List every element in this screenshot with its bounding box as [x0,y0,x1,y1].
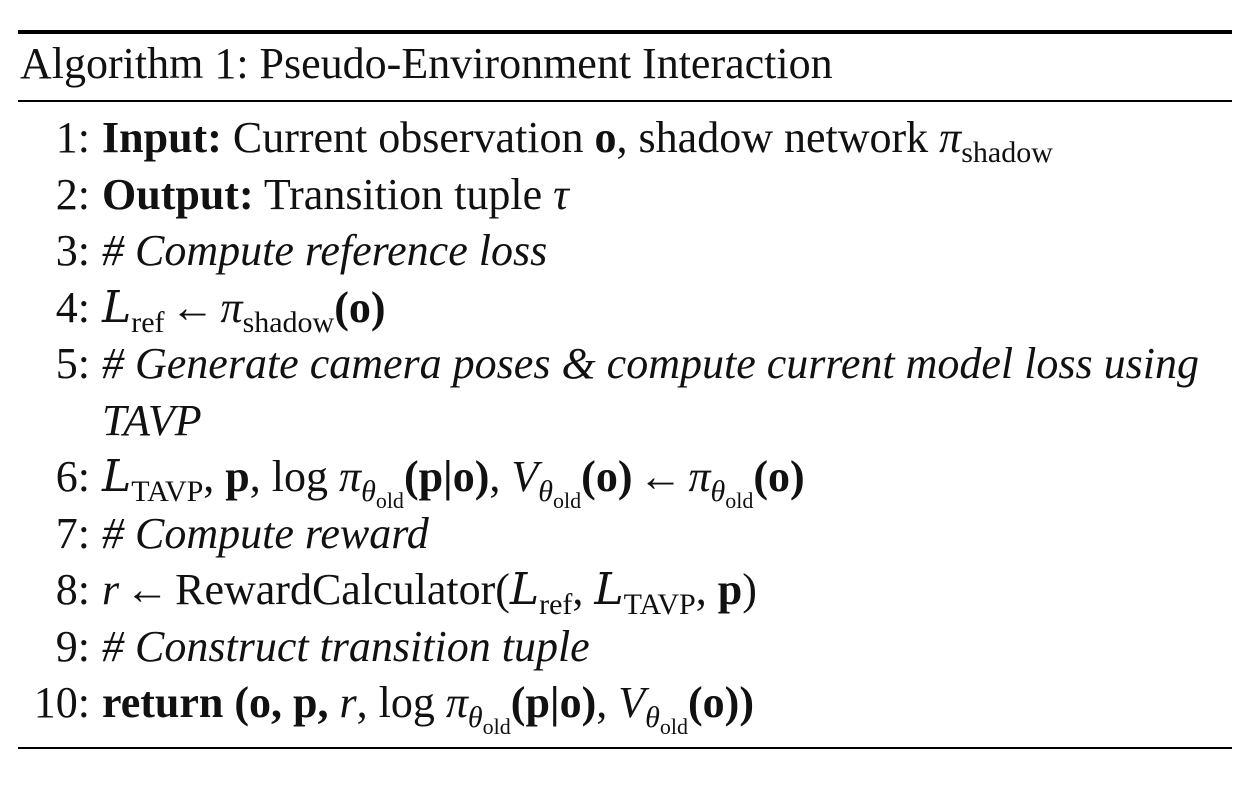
line-body: LTAVP, p, log πθold(p|o), Vθold(o)←πθold… [102,451,805,513]
arrow-symbol: ← [170,282,215,332]
top-rule [18,30,1232,34]
line-comment: # Compute reference loss [102,226,548,275]
keyword-return: return [102,678,224,727]
algorithm-line: 5: # Generate camera poses & compute cur… [18,336,1232,449]
math-symbol: L [594,564,624,615]
line-body: r←RewardCalculator(Lref, LTAVP, p) [102,564,757,621]
line-comment: # Construct transition tuple [102,621,590,671]
math-subscript: shadow [242,305,335,339]
math-symbol: π [339,452,362,501]
math-symbol: π [939,113,962,162]
math-subscript: shadow [961,136,1053,169]
math-subscript: ref [131,305,165,339]
math-symbol: L [509,564,540,615]
line-text: , shadow network [616,113,929,162]
math-subscript: θold [645,701,689,739]
bottom-rule [18,747,1232,749]
arrow-symbol: ← [638,452,683,501]
algorithm-line: 2: Output: Transition tuple τ [18,167,1232,224]
math-symbol: π [688,452,711,501]
keyword-output: Output: [102,169,254,219]
algorithm-line: 6: LTAVP, p, log πθold(p|o), Vθold(o)←πθ… [18,449,1232,513]
math-subscript: θold [361,475,404,513]
line-body: Lref←πshadow(o) [102,280,386,342]
math-subscript: θold [467,701,511,739]
math-subscript: θold [710,475,754,513]
algorithm-line: 1: Input: Current observation o, shadow … [18,110,1232,169]
algorithm-line: 9: # Construct transition tuple [18,619,1232,676]
math-symbol: (p|o) [403,452,490,501]
math-symbol: (o, p, [234,678,329,727]
math-symbol: π [220,282,243,332]
line-number: 9: [55,621,90,671]
math-symbol: (o) [753,452,805,501]
line-body: return (o, p, r, log πθold(p|o), Vθold(o… [102,678,754,739]
line-comment: # Generate camera poses & compute curren… [102,339,1199,445]
line-number: 7: [55,508,90,558]
algorithm-line: 4: Lref←πshadow(o) [18,280,1232,339]
math-symbol: r [102,565,120,614]
algorithm-box: Algorithm 1: Pseudo-Environment Interact… [18,30,1232,739]
math-symbol: (o)) [688,678,754,727]
line-number: 4: [55,282,90,332]
math-operator: log [378,678,435,727]
algorithm-line: 7: # Compute reward [18,506,1232,563]
math-symbol: (o) [581,452,633,501]
math-operator: log [271,452,329,501]
line-number: 6: [55,452,90,501]
math-symbol: (p|o) [510,678,597,727]
math-symbol: V [511,452,539,501]
math-symbol: r [339,678,357,727]
line-number: 1: [55,113,90,162]
math-symbol: π [445,678,468,727]
math-subscript: TAVP [623,588,696,621]
math-symbol: τ [553,169,569,219]
line-comment: # Compute reward [102,508,429,558]
line-number: 5: [55,339,90,388]
math-symbol: o [594,113,617,162]
algorithm-line: 3: # Compute reference loss [18,223,1232,280]
line-body: Input: Current observation o, shadow net… [102,110,1053,172]
line-number: 2: [55,169,90,219]
caption-rule [18,100,1232,102]
math-symbol: L [102,281,132,333]
math-symbol: L [102,451,132,502]
algorithm-line: 8: r←RewardCalculator(Lref, LTAVP, p) [18,562,1232,621]
math-symbol: p [717,565,743,614]
line-body: Output: Transition tuple τ [102,167,569,224]
algorithm-line: 10: return (o, p, r, log πθold(p|o), Vθo… [18,675,1232,739]
arrow-symbol: ← [125,565,170,614]
algorithm-caption: Algorithm 1: Pseudo-Environment Interact… [20,39,833,88]
line-text: Current observation [232,113,584,162]
line-text: Transition tuple [263,169,543,219]
keyword-input: Input: [102,113,222,162]
math-subscript: ref [539,588,573,621]
line-number: 8: [55,565,90,614]
math-symbol: V [618,678,646,727]
math-subscript: θold [538,475,582,513]
math-symbol: (o) [334,282,386,332]
line-number: 3: [55,226,90,275]
math-symbol: p [225,452,250,501]
algorithm-lines: 1: Input: Current observation o, shadow … [18,110,1232,739]
math-subscript: TAVP [131,475,204,508]
line-number: 10: [33,678,90,727]
function-name: RewardCalculator [175,565,496,614]
